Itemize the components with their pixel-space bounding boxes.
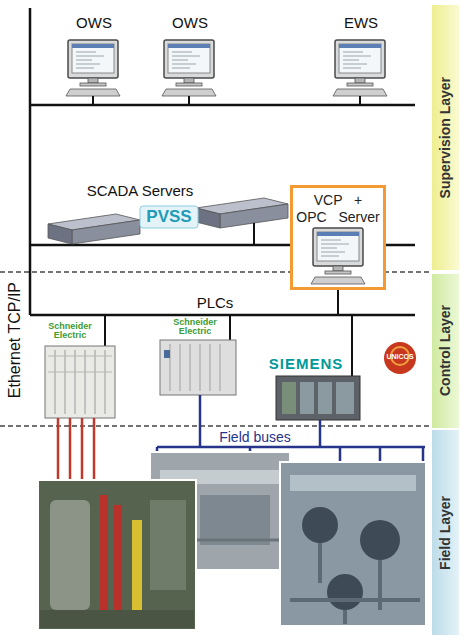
layer-band: Field Layer	[432, 430, 459, 635]
workstation-icon	[66, 40, 120, 96]
product-logo: PVSS	[140, 207, 198, 227]
drop-wire	[188, 96, 190, 105]
photo-detail	[132, 520, 142, 620]
plc-rack	[276, 376, 360, 420]
valve-actuator	[302, 507, 338, 543]
server-front	[72, 220, 140, 244]
drop-wire	[92, 96, 94, 105]
drop-wire	[253, 223, 255, 245]
photo-detail	[290, 543, 420, 624]
network-line	[30, 314, 415, 317]
group-label: PLCs	[180, 294, 250, 312]
layer-title: Field Layer	[437, 496, 454, 570]
vendor-logo: Schneider Electric	[165, 318, 225, 336]
vendor-logo: SIEMENS	[262, 355, 350, 373]
photo-detail	[114, 505, 122, 615]
plc-module	[318, 382, 332, 414]
drop-wire	[104, 315, 106, 346]
layer-band: Supervision Layer	[432, 5, 459, 270]
ethernet-backbone	[29, 8, 32, 315]
server-side	[196, 208, 220, 228]
layer-divider	[0, 425, 430, 427]
plc-module	[336, 382, 354, 414]
photo-detail	[100, 495, 108, 615]
bus-wire	[157, 446, 425, 449]
plc-modules	[48, 356, 112, 372]
valve-actuator	[327, 574, 363, 610]
plc-modules	[55, 350, 105, 414]
server-side	[48, 224, 72, 244]
layer-band: Control Layer	[432, 274, 459, 428]
drop-wire	[351, 315, 353, 376]
photo-detail	[200, 495, 270, 545]
station-label: OWS	[162, 14, 218, 32]
plc-rack	[45, 346, 115, 418]
server-box: VCP + OPC Server	[290, 185, 386, 290]
network-label: Ethernet TCP/IP	[4, 240, 26, 440]
plant-photo	[38, 480, 196, 630]
photo-detail	[40, 610, 194, 628]
bus-label: Field buses	[200, 429, 310, 446]
workstation-icon	[333, 40, 387, 96]
plant-photo	[280, 462, 426, 626]
station-label: EWS	[333, 14, 389, 32]
workstation-icon	[311, 228, 365, 284]
box-title: VCP + OPC Server	[295, 192, 382, 226]
pvss-logo	[140, 206, 198, 228]
plc-module	[300, 382, 314, 414]
label-text: Ethernet TCP/IP	[5, 282, 24, 398]
drop-wire	[337, 290, 339, 315]
framework-logo: UNICOS	[380, 353, 420, 361]
photo-detail	[50, 500, 90, 610]
drop-wire	[359, 96, 361, 105]
photo-frame	[38, 480, 196, 630]
box-fill	[290, 185, 386, 290]
valve-actuator	[360, 520, 400, 560]
vendor-logo: Schneider Electric	[40, 322, 100, 340]
group-label: SCADA Servers	[75, 182, 205, 200]
bus-wire	[199, 395, 202, 447]
network-line	[30, 104, 415, 107]
layer-title: Control Layer	[437, 305, 454, 396]
drop-wire	[229, 315, 231, 340]
bus-wire	[319, 420, 322, 447]
station-label: OWS	[66, 14, 122, 32]
plc-rack	[160, 340, 236, 395]
plc-modules	[170, 344, 220, 391]
layer-title: Supervision Layer	[437, 77, 454, 198]
plc-module	[282, 382, 296, 414]
photo-detail	[150, 500, 186, 590]
workstation-icon	[162, 40, 216, 96]
photo-frame	[280, 462, 426, 626]
photo-detail	[290, 475, 416, 491]
plc-port	[164, 350, 170, 358]
